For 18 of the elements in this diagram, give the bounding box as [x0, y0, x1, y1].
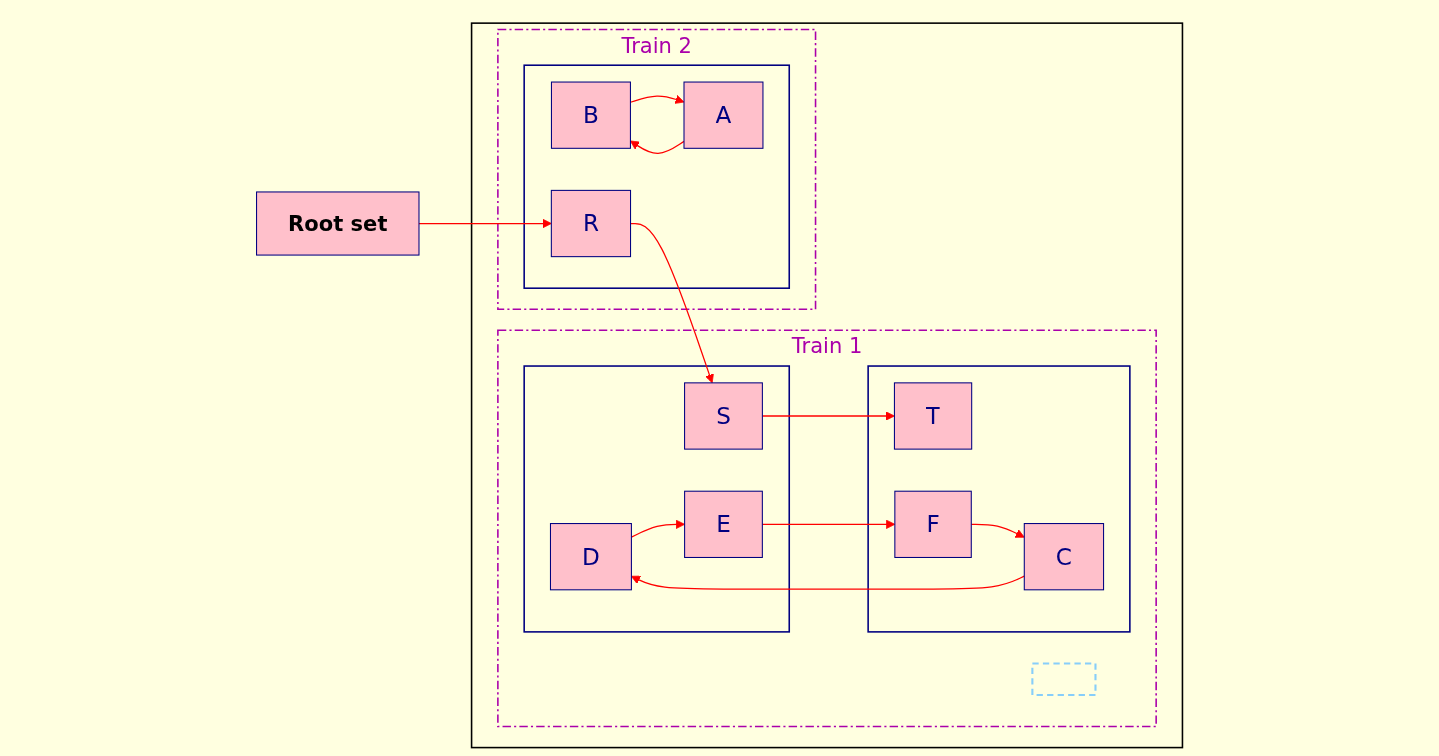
cluster [523, 64, 791, 289]
node-box: B [550, 81, 631, 149]
cluster [867, 365, 1131, 633]
node-box: T [893, 382, 973, 450]
node-box: S [684, 382, 763, 450]
arrow [631, 575, 1025, 590]
cluster [523, 365, 791, 633]
node-box: C [1023, 523, 1105, 591]
node-box: D [549, 523, 632, 591]
cluster [470, 22, 1184, 749]
node-box: E [684, 490, 763, 558]
node-box: R [550, 189, 632, 258]
node-box: F [894, 490, 972, 558]
node-box [1031, 662, 1097, 697]
node-box: Root set [256, 191, 420, 256]
node-box: A [683, 81, 764, 149]
arrow [418, 218, 552, 229]
arrow [630, 140, 685, 154]
